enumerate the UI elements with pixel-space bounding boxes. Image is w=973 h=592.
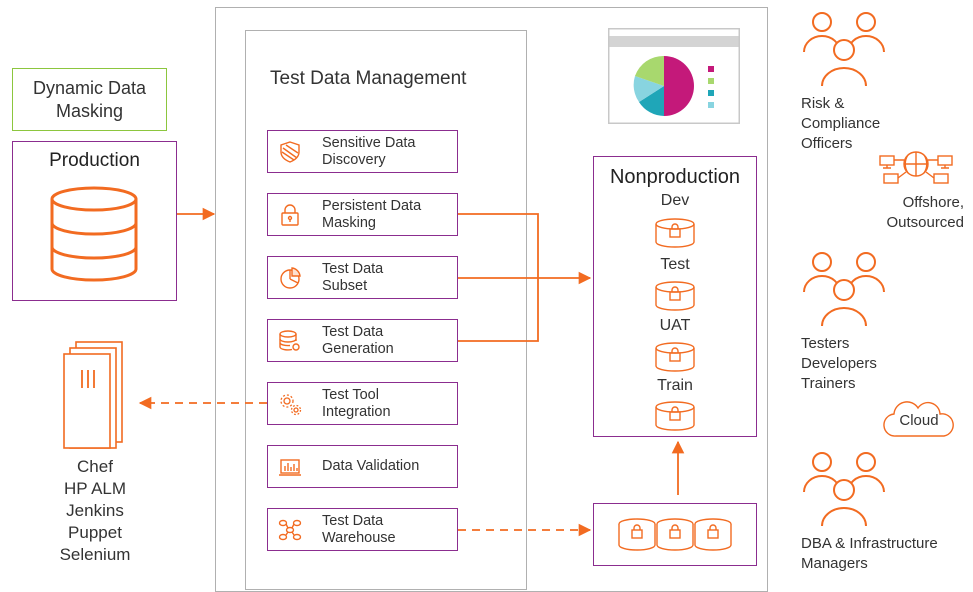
database-gear-icon [279,330,300,351]
tool-test-tool-integration: Test Tool Integration [267,382,458,425]
tool-data-validation: Data Validation [267,445,458,488]
people-group-icon [803,12,885,87]
tool-label: Test Data Warehouse [322,513,396,546]
env-dev-label: Dev [660,192,690,209]
nonproduction-box [593,156,757,437]
bar-chart-icon [279,459,301,476]
offshore-label: Offshore, Outsourced [886,194,964,231]
connector-lines [138,207,685,537]
cloud-icon [883,401,954,437]
production-database-icon [50,186,138,282]
warehouse-databases-icon [618,518,732,551]
risk-compliance-label: Risk & Compliance Officers [801,95,881,152]
dev-locked-database-icon [655,218,695,248]
tool-test-data-generation: Test Data Generation [267,319,458,362]
nonproduction-title: Nonproduction [609,166,741,188]
tools-list: Chef HP ALM Jenkins Puppet Selenium [40,456,150,566]
tool-label: Test Data Generation [322,324,394,357]
dynamic-masking-label: Dynamic Data Masking [32,78,147,121]
tool-name: Selenium [59,545,131,564]
tool-test-data-subset: Test Data Subset [267,256,458,299]
train-locked-database-icon [655,401,695,431]
tool-label: Test Tool Integration [322,387,391,420]
tdm-title: Test Data Management [270,68,467,89]
production-title: Production [49,150,140,171]
gears-icon [280,394,302,416]
tool-label: Persistent Data Masking [322,198,422,231]
tool-label: Data Validation [322,458,420,474]
test-locked-database-icon [655,281,695,311]
shield-icon [280,141,300,163]
lock-icon [281,204,299,226]
env-train-label: Train [657,377,693,394]
tool-name: HP ALM [63,479,127,498]
dba-label: DBA & Infrastructure Managers [801,535,938,572]
pie-icon [280,267,301,289]
production-box [12,141,177,301]
tool-label: Test Data Subset [322,261,384,294]
network-icon [278,519,302,541]
uat-locked-database-icon [655,342,695,372]
testers-label: Testers Developers Trainers [801,335,877,392]
cloud-label: Cloud [899,412,939,429]
tool-name: Jenkins [66,501,124,520]
tool-persistent-data-masking: Persistent Data Masking [267,193,458,236]
tool-sensitive-data-discovery: Sensitive Data Discovery [267,130,458,173]
tool-label: Sensitive Data Discovery [322,135,416,168]
dashboard-chart-icon [608,28,740,124]
env-test-label: Test [660,256,690,273]
env-uat-label: UAT [659,317,691,334]
offshore-network-icon [879,151,953,184]
dynamic-masking-box [12,68,167,131]
documents-icon [63,341,123,449]
tool-name: Puppet [68,523,122,542]
people-group-icon [803,452,885,527]
people-group-icon [803,252,885,327]
tool-test-data-warehouse: Test Data Warehouse [267,508,458,551]
tool-name: Chef [77,457,113,476]
